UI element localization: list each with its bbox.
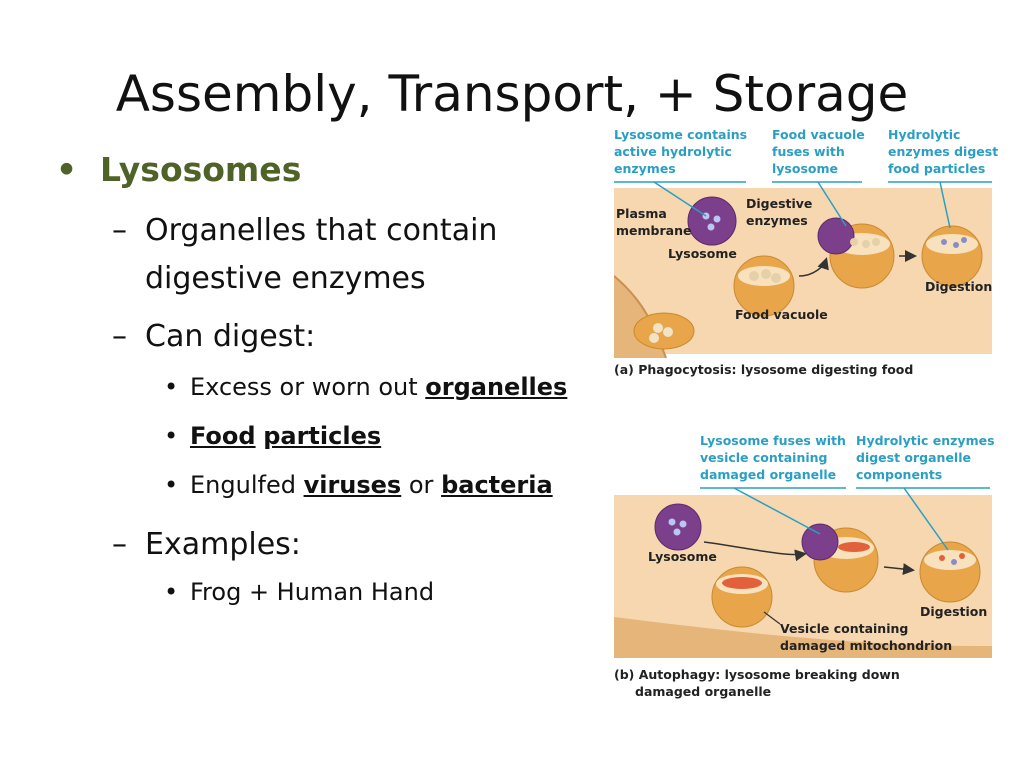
autophagy-illustration xyxy=(614,487,992,658)
phagocytosis-illustration xyxy=(614,181,992,358)
label-digestion-b: Digestion xyxy=(920,604,988,619)
dash: – xyxy=(112,213,127,248)
figure-b-caption-line2: damaged organelle xyxy=(635,684,772,699)
bullet-dot: • xyxy=(56,150,78,189)
slide-title: Assembly, Transport, + Storage xyxy=(115,65,909,123)
item-viruses-bacteria: • Engulfed viruses or bacteria xyxy=(164,471,553,499)
caption-a3-line2: enzymes digest xyxy=(888,144,999,159)
example1: Frog + Human Hand xyxy=(190,578,435,606)
item3-prefix: Engulfed xyxy=(190,471,296,499)
caption-b2-line3: components xyxy=(856,467,943,482)
caption-b1-line3: damaged organelle xyxy=(700,467,837,482)
caption-b2: Hydrolytic enzymes digest organelle comp… xyxy=(856,432,995,483)
label-vesicle-line2: damaged mitochondrion xyxy=(780,638,953,653)
label-digestive-line1: Digestive xyxy=(746,196,813,211)
caption-a1-line1: Lysosome contains xyxy=(614,127,748,142)
item-organelles: • Excess or worn out organelles xyxy=(164,373,568,401)
item2-particles: particles xyxy=(263,422,382,450)
item1-bold: organelles xyxy=(425,373,568,401)
item3-mid: or xyxy=(408,471,434,499)
sub-bullet-can-digest: – Can digest: xyxy=(112,316,316,358)
caption-b1-line2: vesicle containing xyxy=(700,450,828,465)
sub-bullet-organelles: – Organelles that contain xyxy=(112,210,498,252)
item-food-particles: • Food particles xyxy=(164,422,382,450)
caption-a2-line3: lysosome xyxy=(772,161,838,176)
sub1-line2: digestive enzymes xyxy=(145,261,426,296)
caption-a2: Food vacuole fuses with lysosome xyxy=(772,126,865,177)
label-plasma-line2: membrane xyxy=(616,223,692,238)
item2-food: Food xyxy=(190,422,256,450)
bullet-lysosomes: • Lysosomes xyxy=(56,150,302,189)
bullet-lysosomes-label: Lysosomes xyxy=(100,150,302,189)
label-digestion-a: Digestion xyxy=(925,279,993,294)
label-food-vacuole: Food vacuole xyxy=(735,307,828,322)
bullet-dot: • xyxy=(164,471,179,499)
item3-bacteria: bacteria xyxy=(441,471,553,499)
label-plasma-membrane: Plasma membrane xyxy=(616,205,691,239)
sub3-label: Examples: xyxy=(145,527,301,562)
label-plasma-line1: Plasma xyxy=(616,206,667,221)
bullet-dot: • xyxy=(164,578,179,606)
caption-b1-line1: Lysosome fuses with xyxy=(700,433,846,448)
item-example-frog: • Frog + Human Hand xyxy=(164,578,435,606)
label-lysosome-b: Lysosome xyxy=(648,549,717,564)
sub1-line1: Organelles that contain xyxy=(145,213,498,248)
dash: – xyxy=(112,527,127,562)
caption-a3-line3: food particles xyxy=(888,161,986,176)
caption-a2-line1: Food vacuole xyxy=(772,127,865,142)
item1-prefix: Excess or worn out xyxy=(190,373,418,401)
sub-bullet-examples: – Examples: xyxy=(112,524,301,566)
caption-a3-line1: Hydrolytic xyxy=(888,127,961,142)
label-vesicle-line1: Vesicle containing xyxy=(780,621,909,636)
figure-b-caption: (b) Autophagy: lysosome breaking down da… xyxy=(614,666,900,700)
caption-a1: Lysosome contains active hydrolytic enzy… xyxy=(614,126,747,177)
figure-b-caption-line1: (b) Autophagy: lysosome breaking down xyxy=(614,667,900,682)
caption-a2-line2: fuses with xyxy=(772,144,845,159)
bullet-dot: • xyxy=(164,373,179,401)
label-digestive-line2: enzymes xyxy=(746,213,808,228)
caption-b2-line2: digest organelle xyxy=(856,450,971,465)
caption-a3: Hydrolytic enzymes digest food particles xyxy=(888,126,998,177)
caption-b1: Lysosome fuses with vesicle containing d… xyxy=(700,432,846,483)
caption-b2-line1: Hydrolytic enzymes xyxy=(856,433,995,448)
label-digestive-enzymes: Digestive enzymes xyxy=(746,195,812,229)
bullet-list: • Lysosomes – Organelles that contain di… xyxy=(56,150,568,606)
figure-a-caption: (a) Phagocytosis: lysosome digesting foo… xyxy=(614,362,914,377)
sub2-label: Can digest: xyxy=(145,319,316,354)
dash: – xyxy=(112,319,127,354)
item3-viruses: viruses xyxy=(303,471,402,499)
label-vesicle: Vesicle containing damaged mitochondrion xyxy=(780,620,952,654)
caption-a1-line3: enzymes xyxy=(614,161,676,176)
bullet-dot: • xyxy=(164,422,179,450)
label-lysosome-a: Lysosome xyxy=(668,246,737,261)
caption-a1-line2: active hydrolytic xyxy=(614,144,732,159)
